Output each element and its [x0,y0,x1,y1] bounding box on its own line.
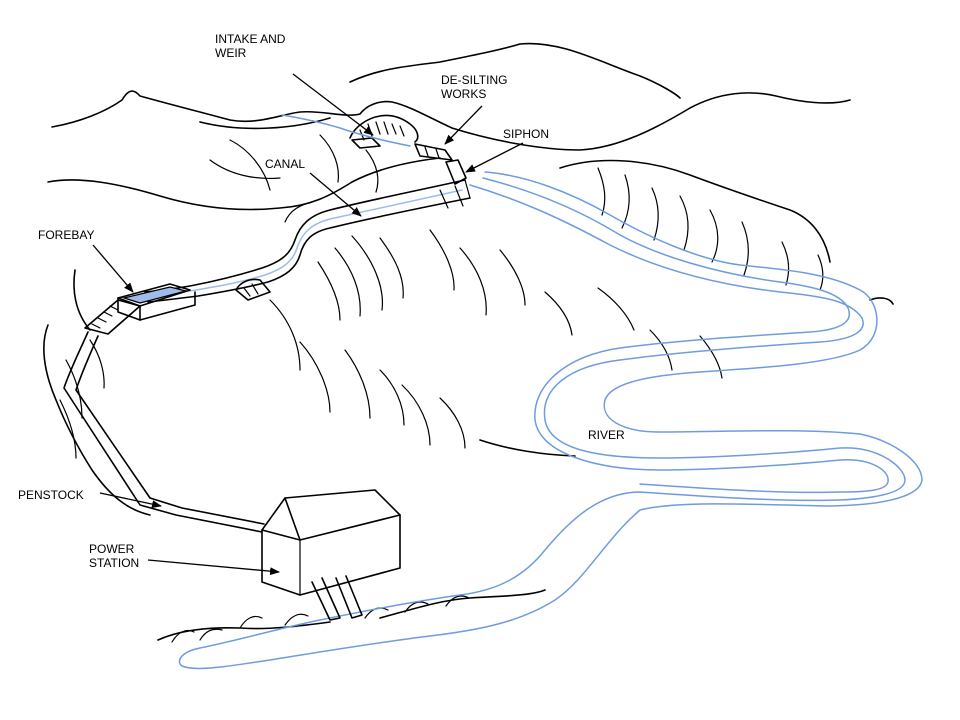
label-siphon-text: SIPHON [503,127,550,141]
arrow-canal [309,172,362,217]
arrow-forebay [92,244,134,293]
label-river-text: RIVER [588,428,625,442]
label-station-line-2: STATION [89,556,140,570]
label-river: RIVER [588,428,625,442]
label-power-station: POWER STATION [89,542,139,570]
river [178,171,923,670]
label-intake-and-weir: INTAKE AND WEIR [215,32,285,60]
label-desilting-line-2: WORKS [441,87,487,101]
arrow-siphon [465,142,524,173]
slope-hatching [59,134,824,643]
arrow-intake [292,73,374,136]
headworks [281,114,467,185]
label-canal-text: CANAL [265,157,306,171]
river-bank-outer [178,171,923,670]
canal [144,179,471,303]
label-canal: CANAL [265,157,305,171]
mountain-ridges [43,42,894,641]
label-station-line-1: POWER [89,542,135,556]
arrow-penstock [99,492,162,509]
label-forebay-text: FOREBAY [38,228,95,242]
label-forebay: FOREBAY [38,228,94,242]
penstock [63,331,265,533]
arrow-power-station [147,559,280,576]
label-siphon: SIPHON [503,127,549,141]
label-penstock: PENSTOCK [18,488,84,502]
forebay [84,278,271,335]
label-intake-line-2: WEIR [215,46,247,60]
label-desilting-line-1: DE-SILTING [441,73,508,87]
label-desilting-works: DE-SILTING WORKS [441,73,507,101]
power-station-building [261,489,401,621]
river-bank-inner [482,177,889,494]
label-penstock-text: PENSTOCK [18,488,84,502]
arrow-desilting [444,105,483,145]
label-arrows [92,73,524,576]
label-intake-line-1: INTAKE AND [215,32,286,46]
